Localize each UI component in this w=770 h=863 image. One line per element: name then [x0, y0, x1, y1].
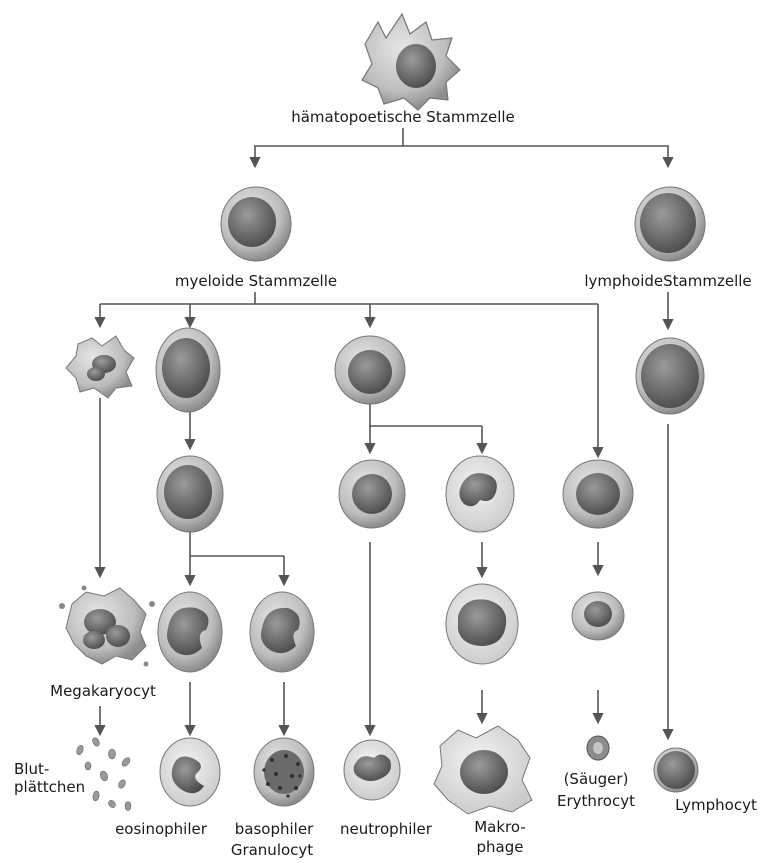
label-platelets-line2: plättchen	[14, 778, 86, 796]
label-granulocyte: Granulocyt	[230, 841, 314, 859]
label-platelets-line1: Blut-	[14, 760, 50, 778]
label-hematopoietic-stem-cell: hämatopoetische Stammzelle	[291, 108, 515, 126]
label-macrophage-line1: Makro-	[474, 818, 526, 836]
macrophage-cell	[433, 725, 533, 815]
platelets-cluster	[76, 737, 132, 811]
monoblast-split-line	[369, 404, 482, 427]
label-lymphocyte: Lymphocyt	[675, 796, 757, 814]
myeloid-stem-cell	[220, 186, 292, 262]
promyelocyte-stem-line	[189, 530, 284, 557]
label-neutrophil: neutrophiler	[340, 820, 432, 838]
promyelocyte-cell	[156, 455, 224, 533]
lymphoblast-cell	[635, 337, 705, 415]
basophil-cell	[253, 737, 315, 807]
lymphocyte-cell	[653, 747, 699, 793]
connectors	[94, 128, 674, 741]
basophil-myelocyte-cell	[249, 591, 315, 673]
neutrophil-myelocyte-cell	[338, 459, 406, 529]
label-macrophage-line2: phage	[476, 838, 524, 856]
erythrocyte-cell	[586, 735, 610, 761]
monocyte-cell	[445, 455, 515, 533]
macrophage-precursor-cell	[445, 583, 519, 665]
myeloblast-cell	[155, 327, 221, 413]
label-erythrocyte-line2: Erythrocyt	[557, 792, 635, 810]
eosinophil-cell	[159, 737, 221, 807]
label-myeloid-stem-cell: myeloide Stammzelle	[174, 272, 338, 290]
eosinophil-myelocyte-cell	[157, 591, 223, 673]
megakaryocyte-cell	[59, 585, 155, 667]
label-lymphoid-stem-cell: lymphoideStammzelle	[584, 272, 752, 290]
label-eosinophil: eosinophiler	[115, 820, 207, 838]
erythroid-progenitor-cell	[562, 459, 634, 529]
neutrophil-cell	[343, 739, 401, 801]
hsc-to-lymphoid-line	[403, 145, 674, 169]
label-erythrocyte-line1: (Säuger)	[563, 770, 629, 788]
granulocyte-monocyte-progenitor-cell	[334, 335, 406, 405]
label-basophil: basophiler	[234, 820, 314, 838]
normoblast-cell	[571, 591, 625, 641]
lymphoid-stem-cell	[634, 186, 706, 262]
hematopoietic-stem-cell	[361, 12, 461, 111]
label-megakaryocyte: Megakaryocyt	[50, 682, 156, 700]
megakaryoblast-cell	[65, 335, 135, 399]
hsc-branch-line	[249, 128, 404, 169]
